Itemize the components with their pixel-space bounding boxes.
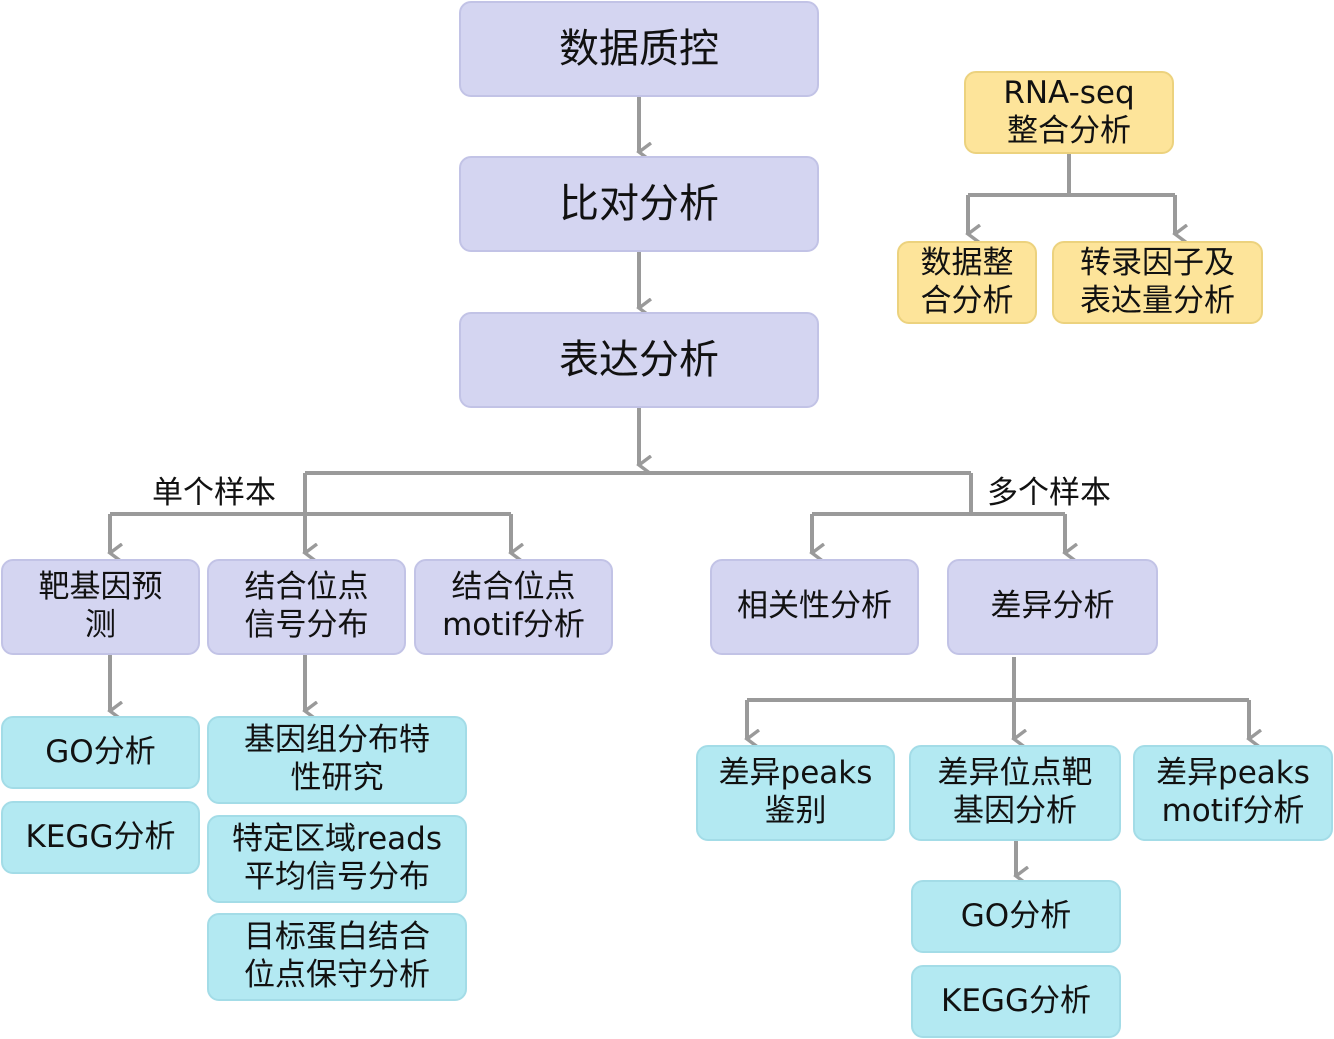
diff-target-gene-node: 差异位点靶 基因分析	[909, 745, 1121, 841]
expression-node: 表达分析	[459, 312, 819, 408]
binding-motif-node: 结合位点 motif分析	[414, 559, 613, 655]
data-integration-node: 数据整 合分析	[897, 241, 1037, 324]
differential-node: 差异分析	[947, 559, 1158, 655]
go-analysis-left-node: GO分析	[1, 716, 200, 789]
diff-peaks-identification-node: 差异peaks 鉴别	[696, 745, 895, 841]
tf-expression-node: 转录因子及 表达量分析	[1052, 241, 1263, 324]
alignment-node: 比对分析	[459, 156, 819, 252]
rnaseq-integration-node: RNA-seq 整合分析	[964, 71, 1174, 154]
single-sample-label: 单个样本	[152, 475, 276, 511]
kegg-analysis-right-node: KEGG分析	[911, 965, 1121, 1038]
data-qc-node: 数据质控	[459, 1, 819, 97]
correlation-node: 相关性分析	[710, 559, 919, 655]
region-reads-signal-node: 特定区域reads 平均信号分布	[207, 815, 467, 903]
genome-distribution-node: 基因组分布特 性研究	[207, 716, 467, 804]
target-gene-prediction-node: 靶基因预 测	[1, 559, 200, 655]
diff-peaks-motif-node: 差异peaks motif分析	[1133, 745, 1333, 841]
binding-signal-node: 结合位点 信号分布	[207, 559, 406, 655]
kegg-analysis-left-node: KEGG分析	[1, 801, 200, 874]
multi-sample-label: 多个样本	[987, 475, 1111, 511]
go-analysis-right-node: GO分析	[911, 880, 1121, 953]
binding-site-conservation-node: 目标蛋白结合 位点保守分析	[207, 913, 467, 1001]
